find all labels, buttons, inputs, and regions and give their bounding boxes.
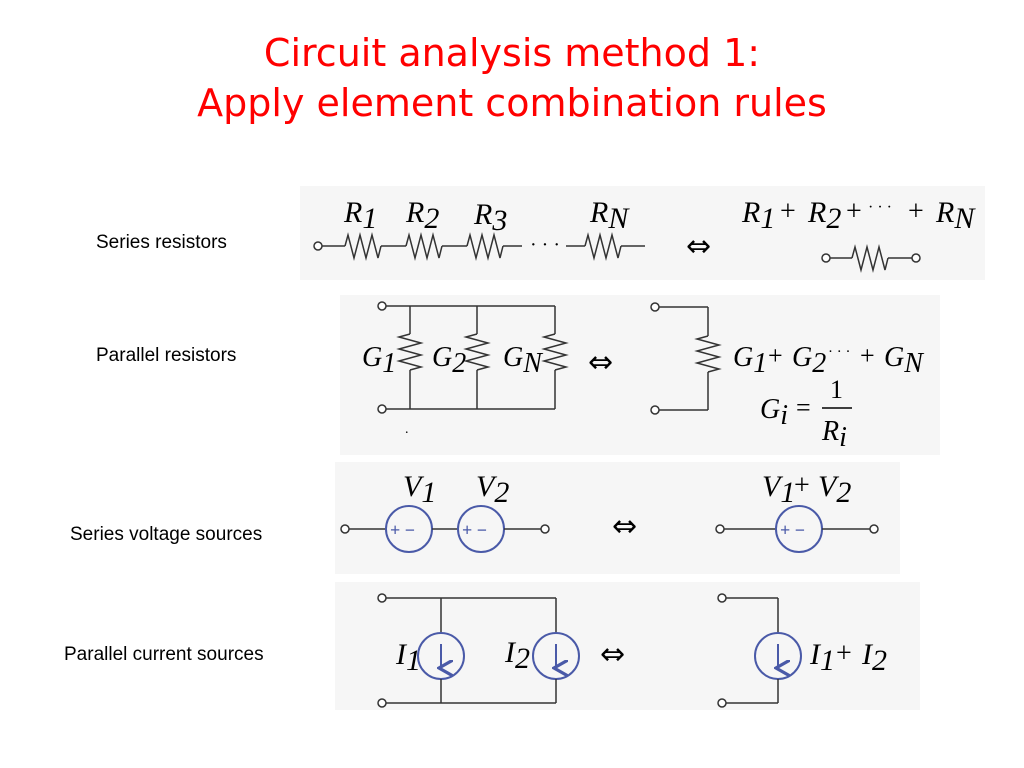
ri-label: Ri <box>821 416 847 453</box>
parallel-conductance-sum: G1 + G2 · · · + GN <box>733 341 924 379</box>
sum-plus-1: + <box>780 196 796 227</box>
sum-i2: I2 <box>861 638 887 677</box>
g1-label: G1 <box>362 342 396 379</box>
resistor-g2-icon <box>463 333 491 371</box>
terminal-equiv-left <box>821 253 831 263</box>
series-voltage-sources-label: Series voltage sources <box>70 524 263 545</box>
gi-label: Gi <box>760 394 788 431</box>
sum-g-plus-2: + <box>860 341 875 370</box>
resistor-g-equivalent-icon <box>694 335 722 373</box>
current-sum: I1 + I2 <box>809 638 887 677</box>
parallel-current-circuit <box>377 593 802 708</box>
sum-g2: G2 <box>792 342 826 379</box>
resistor-g1-icon <box>396 333 424 371</box>
sum-v2: V2 <box>818 470 851 509</box>
stray-dot: . <box>405 422 409 437</box>
v2-polarity: + − <box>462 520 487 540</box>
i1-label: I1 <box>395 638 421 677</box>
terminal-equiv-right <box>869 524 879 534</box>
r1-label: R1 <box>343 196 377 235</box>
series-resistance-sum: R1 + R2 + · · · + RN <box>741 196 976 235</box>
terminal-equiv-bottom <box>650 405 660 415</box>
terminal-left <box>313 241 323 251</box>
sum-r2: R2 <box>807 196 841 235</box>
equivalence-icon-row2: ⇔ <box>588 345 613 380</box>
resistor-r3-icon <box>466 232 504 261</box>
sum-r1: R1 <box>741 196 775 235</box>
resistor-r1-icon <box>344 232 382 261</box>
terminal-top <box>377 593 387 603</box>
sum-rn: RN <box>935 196 976 235</box>
g2-label: G2 <box>432 342 466 379</box>
rn-label: RN <box>589 196 630 235</box>
v1-label: V1 <box>403 470 436 509</box>
i2-label: I2 <box>504 636 530 675</box>
sum-v-plus: + <box>794 470 810 501</box>
sum-i-plus: + <box>836 638 852 669</box>
parallel-resistors-label: Parallel resistors <box>96 345 237 366</box>
series-dots: · · · <box>530 234 560 256</box>
series-resistors-label: Series resistors <box>96 232 227 253</box>
terminal-left <box>340 524 350 534</box>
terminal-bottom <box>377 698 387 708</box>
sum-dots: · · · <box>868 199 892 216</box>
equivalence-icon-row1: ⇔ <box>686 229 711 264</box>
terminal-bottom <box>377 404 387 414</box>
title-line-1: Circuit analysis method 1: <box>263 31 761 75</box>
sum-v1: V1 <box>762 470 795 509</box>
terminal-equiv-left <box>715 524 725 534</box>
sum-g1: G1 <box>733 342 767 379</box>
parallel-current-sources-label: Parallel current sources <box>64 644 264 665</box>
resistor-rn-icon <box>584 232 622 261</box>
sum-gn: GN <box>884 342 924 379</box>
terminal-equiv-bottom <box>717 698 727 708</box>
sum-plus-3: + <box>908 196 924 227</box>
sum-g-dots: · · · <box>828 344 851 360</box>
parallel-resistors-circuit <box>377 301 722 415</box>
title-line-2: Apply element combination rules <box>197 81 827 125</box>
terminal-right <box>540 524 550 534</box>
terminal-equiv-top <box>717 593 727 603</box>
slide-title: Circuit analysis method 1: Apply element… <box>0 28 1024 128</box>
parallel-resistors-panel <box>340 295 940 455</box>
voltage-sum: V1 + V2 <box>762 470 851 509</box>
v2-label: V2 <box>476 470 509 509</box>
sum-i1: I1 <box>809 638 835 677</box>
r3-label: R3 <box>473 198 507 237</box>
v1-polarity: + − <box>390 520 415 540</box>
gn-label: GN <box>503 342 543 379</box>
r2-label: R2 <box>405 196 439 235</box>
equivalence-icon-row3: ⇔ <box>612 509 637 544</box>
series-voltage-circuit <box>340 505 879 553</box>
equals-sign: = <box>796 393 811 422</box>
terminal-top <box>377 301 387 311</box>
resistor-gn-icon <box>541 333 569 371</box>
resistor-equivalent-icon <box>851 244 889 273</box>
conductance-definition: Gi = 1 Ri <box>760 375 852 453</box>
terminal-equiv-right <box>911 253 921 263</box>
series-resistors-circuit <box>313 232 921 273</box>
sum-plus-2: + <box>846 196 862 227</box>
numerator-one: 1 <box>830 375 843 404</box>
parallel-current-panel <box>335 582 920 710</box>
v-equivalent-polarity: + − <box>780 520 805 540</box>
sum-g-plus-1: + <box>768 341 783 370</box>
terminal-equiv-top <box>650 302 660 312</box>
resistor-r2-icon <box>405 232 443 261</box>
equivalence-icon-row4: ⇔ <box>600 637 625 672</box>
